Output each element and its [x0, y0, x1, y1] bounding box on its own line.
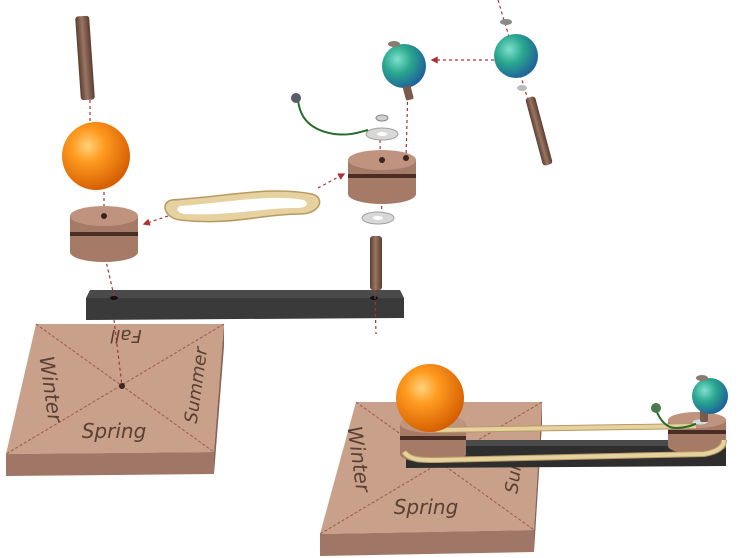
- base-assembled-top: [320, 402, 542, 534]
- arm-exploded-front: [86, 298, 404, 320]
- washer-top: [365, 127, 399, 141]
- base-exploded-side: [214, 324, 224, 474]
- arm-exploded: [86, 290, 404, 320]
- earth-far-cap: [500, 19, 512, 25]
- wire-exploded: [297, 99, 369, 136]
- base-assembled-label-spring: Spring: [394, 495, 459, 519]
- arm-assembled-top: [406, 440, 726, 446]
- arrow-band-to-sun-pulley: [142, 215, 169, 226]
- wire-assembled: [655, 409, 697, 430]
- guide-arm-base: [113, 319, 123, 387]
- base-assembled-side: [534, 402, 542, 552]
- earth-sphere-far: [494, 34, 538, 78]
- base-exploded-diagonal-2: [5, 323, 225, 455]
- earth-pulley-exploded: [348, 150, 416, 204]
- sun-sphere-assembled: [396, 364, 464, 432]
- arrow-band-to-earth-pulley: [317, 173, 346, 189]
- base-exploded-label-fall: Fall: [110, 325, 141, 346]
- earth-pulley-dowel-exploded: [370, 236, 382, 290]
- washer-bottom: [361, 211, 395, 225]
- sun-pulley-exploded-groove: [70, 232, 138, 236]
- arm-exploded-hole-left: [110, 296, 118, 300]
- earth-sphere-exploded: [382, 44, 426, 88]
- base-assembled-diagonal-1: [355, 401, 535, 531]
- base-assembled-diagonal-2: [319, 401, 543, 535]
- base-assembled: Winter Spring Sum: [319, 401, 543, 556]
- sun-dowel: [75, 15, 95, 101]
- earth-pulley-exploded-hole-1: [379, 157, 385, 163]
- earth-pulley-exploded-bottom: [348, 184, 416, 204]
- earth-pulley-exploded-hole-2: [403, 155, 409, 161]
- sun-pulley-exploded: [70, 206, 138, 262]
- arm-exploded-top: [86, 290, 404, 298]
- arm-exploded-hole-right: [370, 296, 378, 300]
- base-exploded: Fall Winter Spring Summer: [5, 323, 225, 476]
- earth-sphere-assembled: [692, 378, 728, 414]
- earth-exploded-peg: [403, 85, 414, 101]
- earth-far-washer: [517, 85, 527, 91]
- sun-pulley-exploded-hole: [101, 213, 107, 219]
- base-exploded-diagonal-1: [35, 323, 215, 453]
- sun-pulley-exploded-bottom: [70, 242, 138, 262]
- earth-cap-assembled: [696, 375, 708, 381]
- rubber-band-assembled: [401, 423, 727, 464]
- earth-pulley-exploded-groove: [348, 174, 416, 178]
- base-exploded-label-spring: Spring: [82, 419, 147, 443]
- earth-far-dowel: [525, 96, 553, 166]
- washer-mid: [375, 114, 389, 122]
- wire-ball-exploded: [291, 93, 301, 103]
- rubber-band-exploded-inner: [177, 197, 307, 215]
- wire-ball-assembled: [651, 403, 661, 413]
- sun-sphere-exploded: [62, 122, 130, 190]
- earth-exploded-cap: [388, 41, 400, 47]
- base-assembled-front: [320, 530, 534, 556]
- base-exploded-front: [6, 452, 214, 476]
